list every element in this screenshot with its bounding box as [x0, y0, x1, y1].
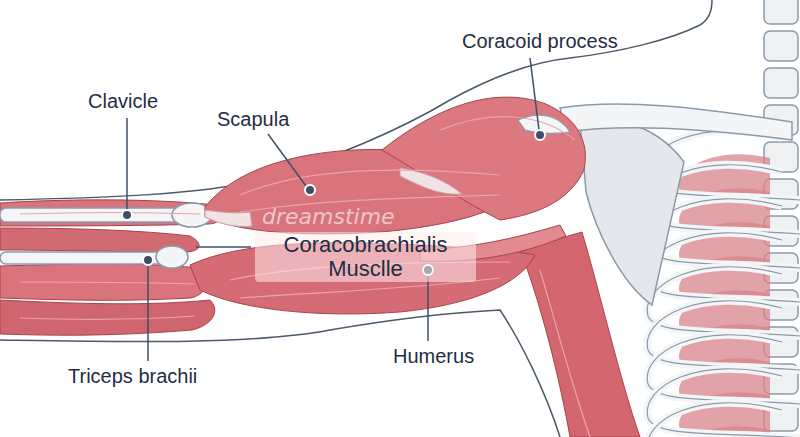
muscle-fibre [20, 213, 200, 215]
leader-dot [122, 210, 132, 220]
muscle-fibre [440, 117, 575, 140]
part-label: Humerus [393, 345, 474, 367]
part-label: Scapula [217, 108, 289, 130]
forearm-muscle [0, 300, 215, 335]
leader-dot [535, 130, 545, 140]
part-label: Coracoid process [462, 30, 618, 52]
ulna-head [156, 246, 188, 268]
leader-line [268, 134, 306, 186]
leader-lines [127, 58, 539, 361]
muscle-fibre [240, 170, 500, 195]
part-label: Clavicle [88, 90, 158, 112]
deltoid-muscle [382, 97, 585, 220]
forearm-muscle [0, 264, 207, 300]
vertebra [764, 68, 798, 98]
clavicle-bone [560, 104, 792, 140]
intercostal-muscle [679, 154, 770, 194]
watermark: dreamstime [262, 205, 395, 229]
vertebra [764, 31, 798, 61]
leader-line [196, 246, 251, 248]
chest-muscle [520, 232, 640, 437]
forearm-muscle [0, 200, 222, 226]
muscle-fibre [540, 270, 590, 437]
scapula-bone [580, 119, 684, 305]
leader-line [147, 265, 149, 361]
vertebra [764, 0, 798, 24]
radius-bone [0, 208, 190, 222]
muscle-label: Coracobrachialis Musclle [255, 232, 476, 282]
part-label: Triceps brachii [68, 365, 197, 387]
leader-line [126, 118, 128, 210]
muscle-fibre [20, 282, 195, 284]
tendon [205, 210, 252, 227]
leader-dot [305, 185, 315, 195]
leader-line [427, 275, 429, 341]
muscle-fibre [20, 316, 195, 319]
rib [647, 403, 800, 437]
leader-dot [143, 255, 153, 265]
rib [647, 403, 800, 437]
muscle-fibres [20, 117, 590, 437]
ulna-bone [0, 252, 172, 264]
leader-line [530, 58, 539, 130]
